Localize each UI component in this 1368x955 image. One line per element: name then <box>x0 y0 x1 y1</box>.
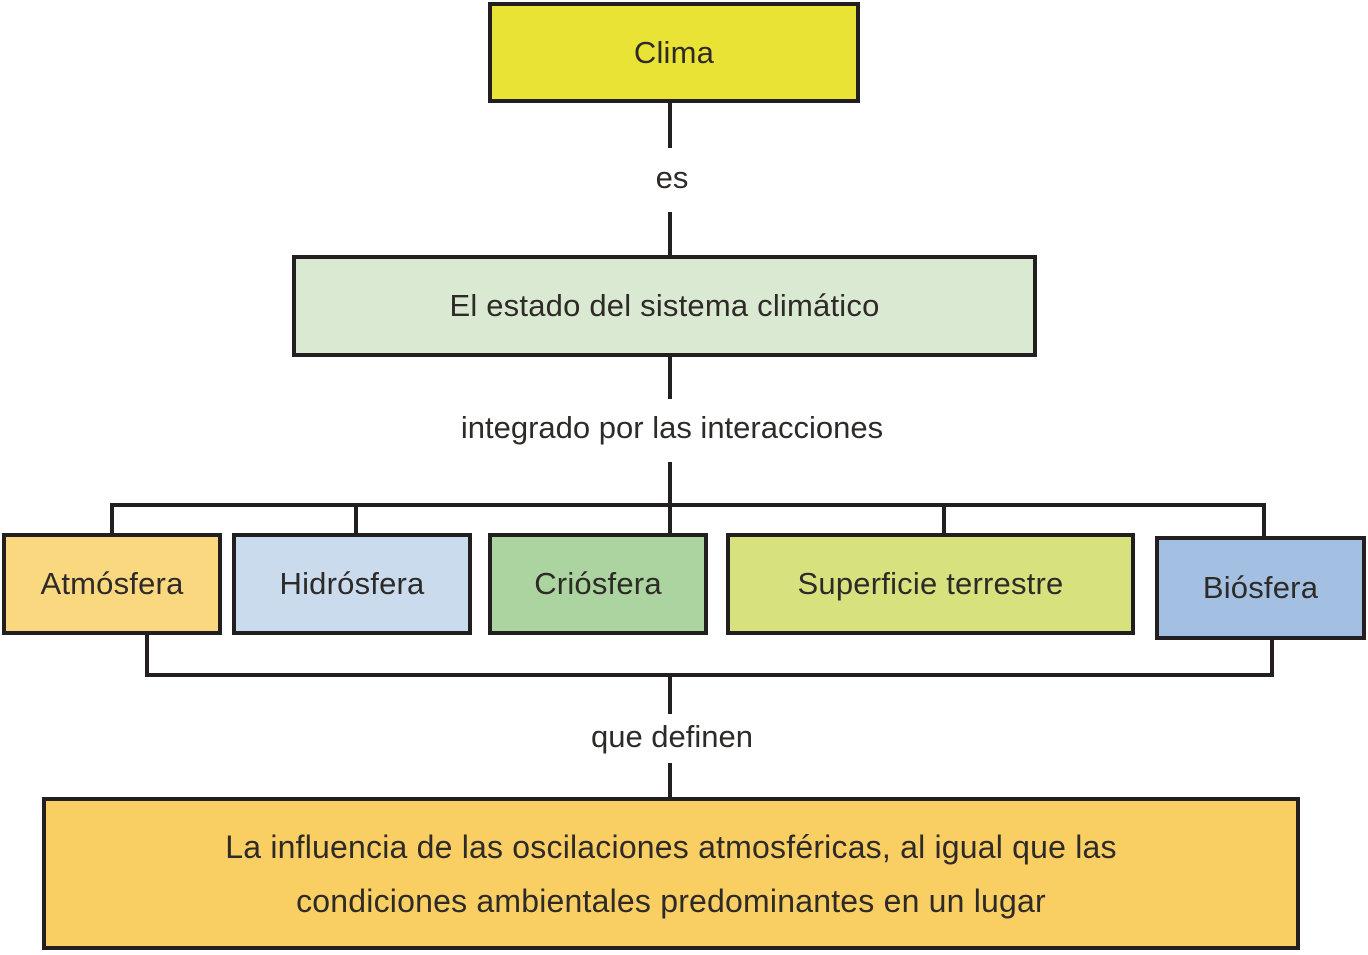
edge-es-label-to-estado <box>668 212 672 258</box>
connector-label-que-definen: que definen <box>472 719 872 755</box>
node-biosfera: Biósfera <box>1155 536 1366 640</box>
edge-clima-to-es-label <box>668 102 672 148</box>
node-clima-label: Clima <box>633 34 715 70</box>
node-atmosfera-label: Atmósfera <box>40 566 184 601</box>
node-criosfera-label: Criósfera <box>534 566 662 601</box>
node-atmosfera: Atmósfera <box>2 533 222 635</box>
connector-label-es-text: es <box>655 160 689 195</box>
node-estado-label: El estado del sistema climático <box>449 288 880 323</box>
connector-label-integrado-text: integrado por las interacciones <box>460 410 884 445</box>
node-influencia-line2: condiciones ambientales predominantes en… <box>296 882 1046 919</box>
connector-label-es: es <box>572 160 772 196</box>
node-hidrosfera-label: Hidrósfera <box>279 566 425 601</box>
node-clima: Clima <box>488 2 860 103</box>
edge-atmosfera-to-bottom-bus <box>145 633 149 677</box>
edge-definen-label-to-influencia <box>668 763 672 799</box>
edge-top-bus <box>110 503 1266 507</box>
edge-biosfera-to-bottom-bus <box>1270 637 1274 677</box>
edge-bus-to-hidrosfera <box>354 503 358 536</box>
edge-bus-to-atmosfera <box>110 503 114 536</box>
edge-bus-to-superficie <box>942 503 946 536</box>
node-criosfera: Criósfera <box>488 533 708 635</box>
node-superficie-terrestre-label: Superficie terrestre <box>797 566 1064 601</box>
node-superficie-terrestre: Superficie terrestre <box>726 533 1135 635</box>
connector-label-integrado: integrado por las interacciones <box>372 410 972 446</box>
node-estado-sistema-climatico: El estado del sistema climático <box>292 255 1037 357</box>
edge-bus-to-biosfera <box>1262 503 1266 539</box>
node-hidrosfera: Hidrósfera <box>232 533 472 635</box>
node-influencia-line1: La influencia de las oscilaciones atmosf… <box>225 828 1117 865</box>
edge-integrado-label-to-criosfera <box>668 462 672 536</box>
edge-bottom-bus-to-definen-label <box>668 677 672 714</box>
node-influencia: La influencia de las oscilaciones atmosf… <box>42 797 1300 950</box>
node-biosfera-label: Biósfera <box>1202 570 1319 605</box>
edge-bottom-bus <box>145 673 1274 677</box>
connector-label-que-definen-text: que definen <box>590 719 754 754</box>
edge-estado-to-integrado-label <box>668 357 672 399</box>
